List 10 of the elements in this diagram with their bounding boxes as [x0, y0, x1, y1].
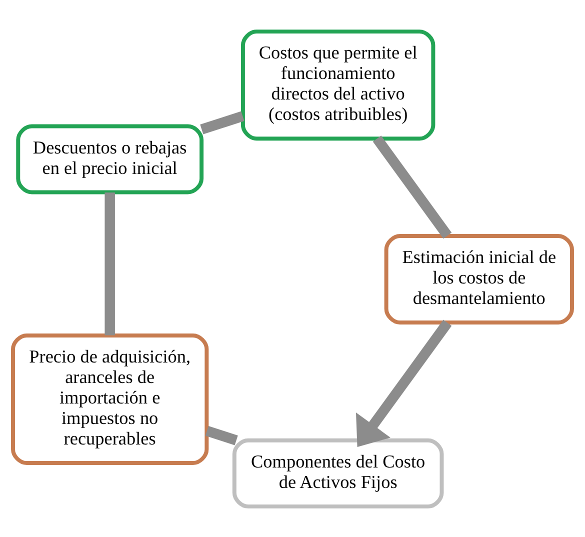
connector — [104, 192, 115, 335]
connector — [200, 110, 244, 134]
node-box: Costos que permite el funcionamiento directos del activo (costos atribuibles) — [240, 29, 436, 140]
node-box: Precio de adquisición, aranceles de importación e impuestos no recuperables — [11, 332, 209, 465]
node-box: Descuentos o rebajas en el precio inicial — [16, 124, 204, 194]
node-box: Componentes del Costo de Activos Fijos — [232, 438, 444, 508]
connector — [205, 425, 238, 445]
arrow — [356, 319, 452, 446]
node-box: Estimación inicial de los costos de desmantelamiento — [384, 233, 574, 324]
connector — [372, 135, 452, 238]
